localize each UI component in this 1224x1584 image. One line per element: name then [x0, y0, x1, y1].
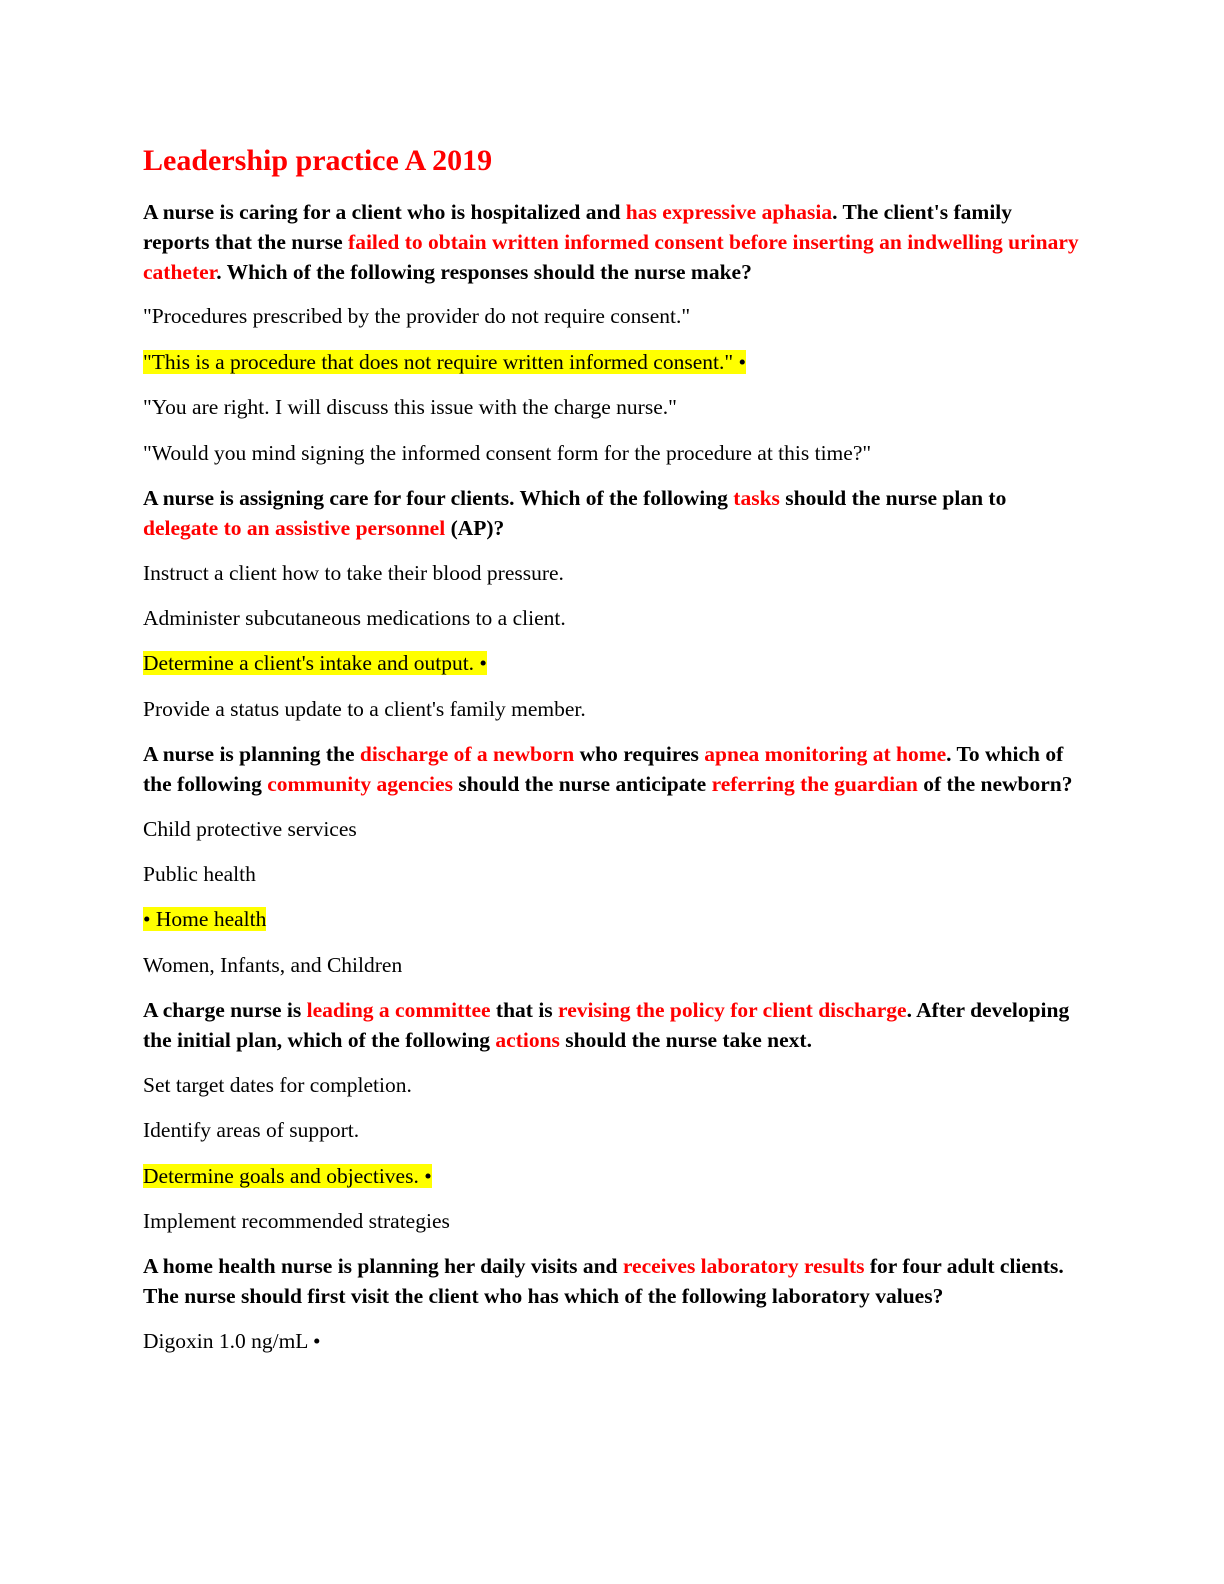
page-title: Leadership practice A 2019: [143, 144, 493, 177]
question-text: who requires: [574, 742, 705, 767]
question-keyword: leading a committee: [306, 998, 491, 1023]
question-text: (AP)?: [445, 515, 505, 540]
answer-option-text: Determine a client's intake and output. …: [143, 651, 487, 676]
question-text: . The client's family reports that the n…: [143, 200, 1013, 254]
answer-option-text: Women, Infants, and Children: [143, 952, 403, 977]
answer-option-text: Identify areas of support.: [143, 1118, 360, 1143]
question-text: . To which of the following: [143, 742, 1064, 796]
answer-option: Identify areas of support.: [143, 1116, 1083, 1145]
question-stem: A nurse is caring for a client who is ho…: [143, 198, 1083, 287]
answer-option-text: Determine goals and objectives. •: [143, 1163, 432, 1188]
question-keyword: referring the guardian: [711, 771, 918, 796]
question-text: A home health nurse is planning her dail…: [143, 1254, 623, 1279]
document-page: Leadership practice A 2019 A nurse is ca…: [143, 142, 1083, 1372]
question-text: should the nurse anticipate: [452, 771, 712, 796]
question-keyword: failed to obtain written informed consen…: [143, 229, 1079, 284]
answer-option: Instruct a client how to take their bloo…: [143, 559, 1083, 588]
answer-option: Administer subcutaneous medications to a…: [143, 604, 1083, 633]
answer-option: Women, Infants, and Children: [143, 951, 1083, 980]
question-keyword: discharge of a newborn: [359, 742, 575, 767]
answer-option-correct: Determine a client's intake and output. …: [143, 649, 1083, 678]
answer-option: "You are right. I will discuss this issu…: [143, 393, 1083, 422]
answer-option-text: "This is a procedure that does not requi…: [143, 349, 747, 374]
question-text: for four adult clients. The nurse should…: [143, 1254, 1064, 1309]
question-stem: A charge nurse is leading a committee th…: [143, 996, 1083, 1056]
question-text: A nurse is assigning care for four clien…: [143, 485, 734, 510]
answer-option-text: Provide a status update to a client's fa…: [143, 696, 586, 721]
question-stem: A home health nurse is planning her dail…: [143, 1252, 1083, 1312]
answer-option-text: Digoxin 1.0 ng/mL •: [143, 1329, 321, 1354]
question-stem: A nurse is assigning care for four clien…: [143, 484, 1083, 544]
answer-option: Implement recommended strategies: [143, 1207, 1083, 1236]
answer-option-text: "You are right. I will discuss this issu…: [143, 395, 677, 420]
question-text: should the nurse plan to: [779, 485, 1007, 510]
question-text: . Which of the following responses shoul…: [216, 259, 752, 284]
answer-option: "Would you mind signing the informed con…: [143, 439, 1083, 468]
question-keyword: delegate to an assistive personnel: [143, 515, 446, 540]
answer-option-correct: • Home health: [143, 905, 1083, 934]
answer-option: "Procedures prescribed by the provider d…: [143, 302, 1083, 331]
question-text: A charge nurse is: [143, 998, 307, 1023]
question-keyword: receives laboratory results: [622, 1254, 865, 1279]
answer-option-text: Child protective services: [143, 816, 357, 841]
answer-option-text: Public health: [143, 862, 256, 887]
question-list: A nurse is caring for a client who is ho…: [143, 198, 1083, 1356]
question-text: . After developing the initial plan, whi…: [143, 998, 1070, 1053]
answer-option-text: Administer subcutaneous medications to a…: [143, 605, 566, 630]
answer-option: Public health: [143, 860, 1083, 889]
question-keyword: tasks: [733, 485, 780, 510]
answer-option: Set target dates for completion.: [143, 1071, 1083, 1100]
answer-option: Digoxin 1.0 ng/mL •: [143, 1327, 1083, 1356]
question-keyword: has expressive aphasia: [625, 200, 833, 224]
answer-option: Provide a status update to a client's fa…: [143, 695, 1083, 724]
question-keyword: community agencies: [267, 771, 453, 796]
question-keyword: apnea monitoring at home: [704, 742, 947, 767]
answer-option-text: "Would you mind signing the informed con…: [143, 440, 872, 465]
answer-option-text: Instruct a client how to take their bloo…: [143, 560, 564, 585]
answer-option-text: Set target dates for completion.: [143, 1072, 412, 1097]
answer-option-text: • Home health: [143, 907, 267, 932]
answer-option-text: "Procedures prescribed by the provider d…: [143, 304, 691, 329]
answer-option-correct: Determine goals and objectives. •: [143, 1162, 1083, 1191]
answer-option-correct: "This is a procedure that does not requi…: [143, 348, 1083, 377]
answer-option-text: Implement recommended strategies: [143, 1209, 450, 1234]
question-keyword: revising the policy for client discharge: [558, 998, 907, 1023]
answer-option: Child protective services: [143, 815, 1083, 844]
question-text: A nurse is caring for a client who is ho…: [143, 200, 626, 224]
question-text: A nurse is planning the: [143, 742, 360, 767]
question-keyword: actions: [495, 1028, 560, 1053]
question-stem: A nurse is planning the discharge of a n…: [143, 740, 1083, 800]
question-text: of the newborn?: [917, 771, 1073, 796]
question-text: that is: [490, 998, 559, 1023]
question-text: should the nurse take next.: [559, 1028, 812, 1053]
